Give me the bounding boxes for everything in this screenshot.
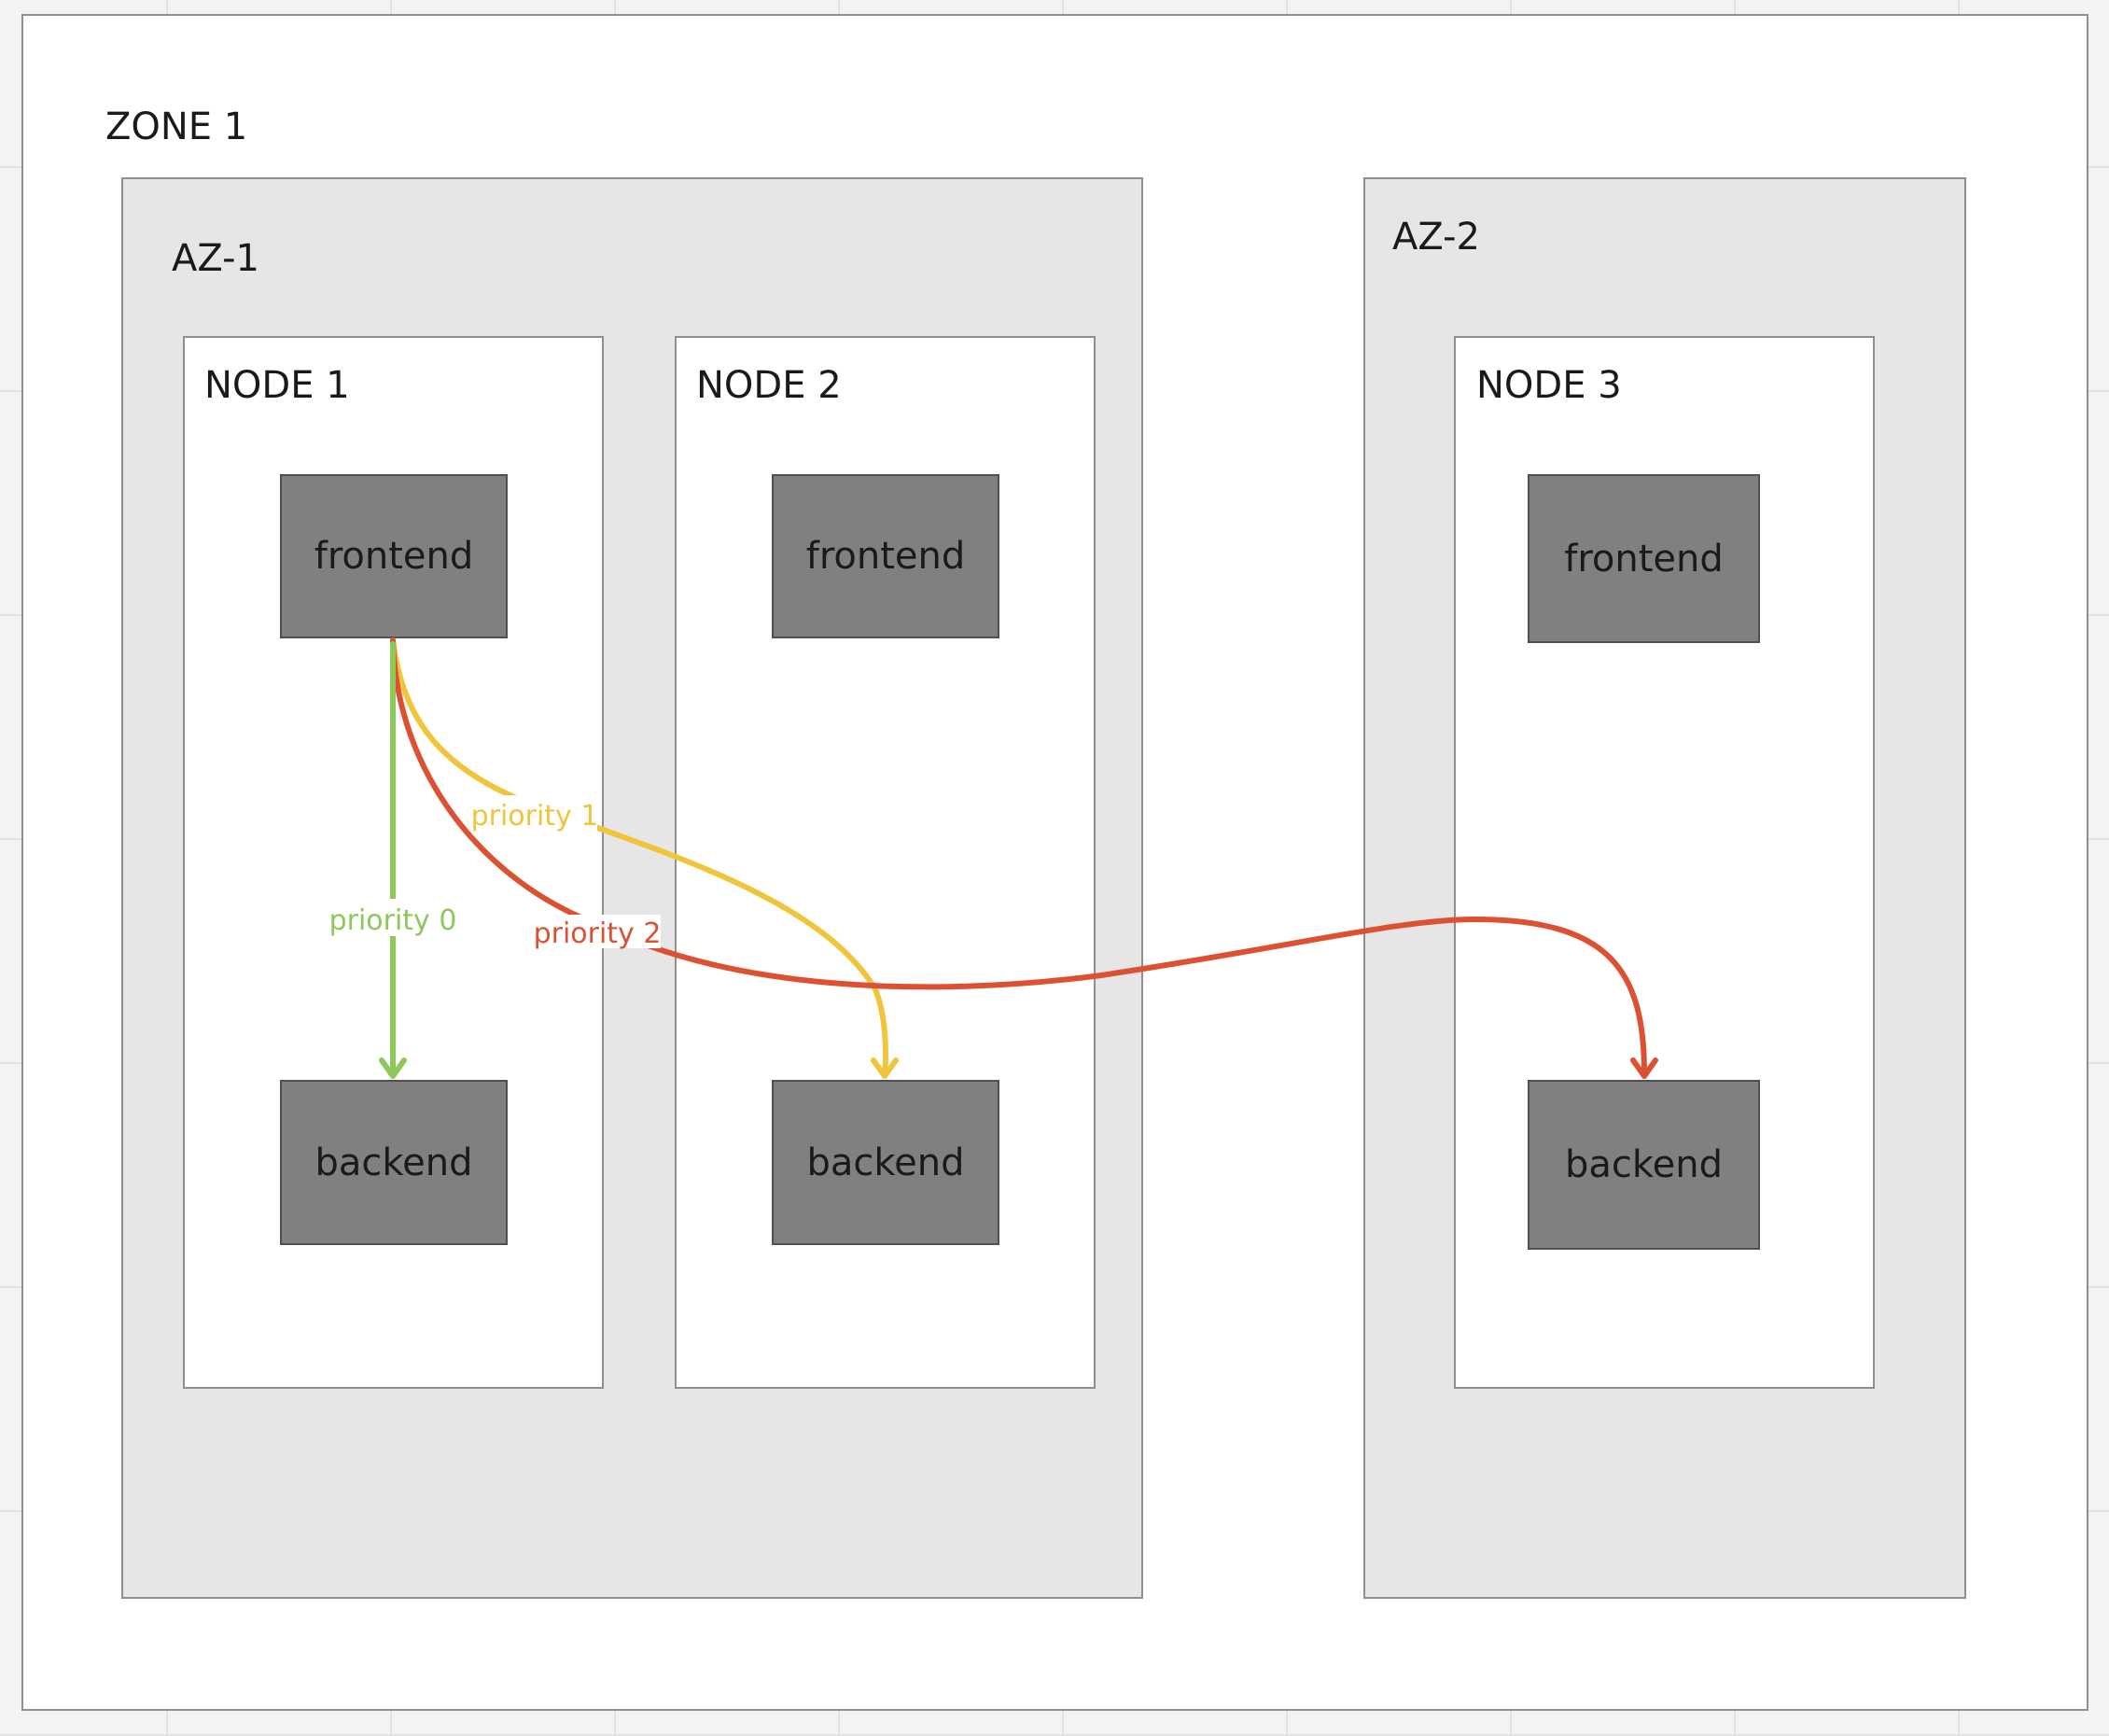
zone-1-label: ZONE 1 [105,105,248,148]
edge-priority-2-label-bg [534,915,661,948]
node-2-frontend-label: frontend [805,535,966,578]
edge-priority-1-label: priority 1 [471,800,599,833]
node-3-label: NODE 3 [1476,364,1622,407]
edge-priority-1-label-bg [472,795,597,833]
az-1-label: AZ-1 [172,237,259,280]
node-1-frontend-label: frontend [314,535,474,578]
node-1-frontend[interactable]: frontend [280,474,508,638]
node-3-frontend-label: frontend [1564,537,1724,581]
node-3-backend[interactable]: backend [1528,1080,1760,1250]
edge-priority-2-arrowhead [1630,1057,1658,1079]
node-3-frontend[interactable]: frontend [1528,474,1760,643]
edge-priority-1-arrowhead [871,1057,899,1079]
az-2-label: AZ-2 [1392,216,1480,259]
node-1-backend[interactable]: backend [280,1080,508,1245]
node-2-backend-label: backend [806,1141,965,1184]
edge-priority-0-label-bg [328,899,457,936]
node-3-backend-label: backend [1565,1143,1723,1186]
edge-priority-1[interactable] [390,637,888,1076]
node-2-label: NODE 2 [696,364,842,407]
edge-priority-0-arrowhead [379,1057,407,1079]
edge-priority-0-label: priority 0 [329,904,457,937]
edge-priority-2[interactable] [390,637,1647,1076]
node-2-frontend[interactable]: frontend [772,474,999,638]
node-2-backend[interactable]: backend [772,1080,999,1245]
node-1-label: NODE 1 [204,364,350,407]
node-1-backend-label: backend [314,1141,473,1184]
edge-priority-2-label: priority 2 [534,917,662,950]
